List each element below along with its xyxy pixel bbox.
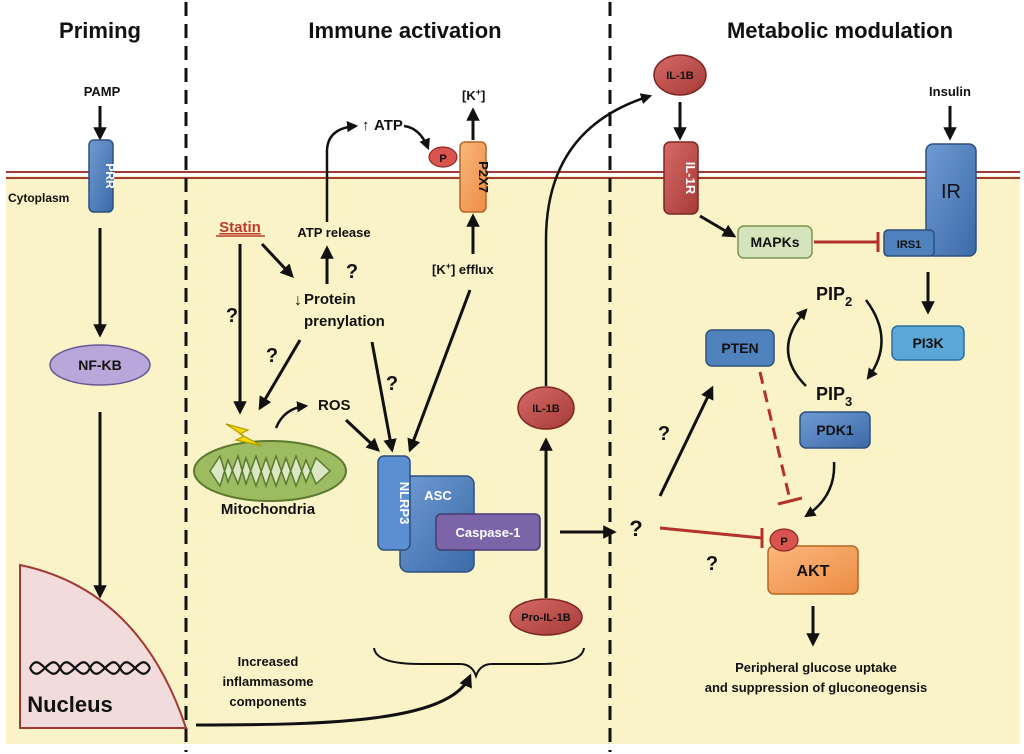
inflammasome-complex: ASC NLRP3 Caspase-1 [377, 455, 541, 573]
mito-to-ros-arrow [274, 401, 309, 429]
pip3-to-pip2-arrow [786, 308, 808, 387]
header-metabolic-modulation: Metabolic modulation [727, 18, 953, 43]
cytoplasm-label: Cytoplasm [8, 191, 69, 205]
question-inhibits-akt [659, 526, 763, 540]
il1r-to-mapks-arrow [699, 214, 737, 238]
glucose-line2: and suppression of gluconeogensis [705, 680, 927, 695]
p2x7-label: P2X7 [476, 161, 491, 193]
question-statin-mito: ? [226, 305, 238, 327]
increased-label: Increased [238, 654, 299, 669]
prr-receptor: PRR [88, 139, 117, 213]
prenylation-label: prenylation [304, 313, 385, 330]
mapks-node: MAPKs [737, 225, 813, 259]
pdk1-label: PDK1 [816, 422, 854, 438]
mitochondria: Mitochondria [193, 440, 347, 518]
irs1-node: IRS1 [883, 229, 935, 257]
nfkb-label: NF-KB [78, 357, 122, 373]
statin-label: Statin [219, 219, 261, 236]
atp-to-p2x7-arrow [403, 124, 430, 151]
ir-label: IR [941, 181, 961, 203]
header-priming: Priming [59, 18, 141, 43]
akt-label: AKT [797, 563, 830, 580]
il1b-top-label: IL-1B [666, 70, 694, 82]
p2x7-receptor: P2X7 [459, 141, 491, 213]
akt-node: AKT [767, 545, 859, 595]
akt-phospho-label: P [780, 536, 787, 548]
p2x7-phospho-label: P [439, 153, 446, 165]
header-immune-activation: Immune activation [308, 18, 501, 43]
ir-receptor: IR [925, 143, 977, 257]
atp-up-symbol: ↑ [362, 117, 370, 134]
nlrp3-block [377, 455, 411, 551]
il1b-mid-node: IL-1B [517, 386, 575, 430]
pi3k-label: PI3K [912, 335, 943, 351]
pip3-label: PIP3 [816, 384, 852, 409]
p2x7-phospho: P [428, 146, 458, 168]
pro-il1b-label: Pro-IL-1B [521, 612, 571, 624]
protein-label: Protein [304, 291, 356, 308]
pip2-label: PIP2 [816, 284, 852, 309]
question-akt: ? [706, 553, 718, 575]
question-metabolic: ? [629, 516, 642, 541]
question-pten: ? [658, 423, 670, 445]
il1b-top-node: IL-1B [653, 54, 707, 96]
inflammasome-label: inflammasome [222, 674, 313, 689]
nucleus: Nucleus [19, 563, 188, 729]
atp-release-to-atp-arrow [325, 121, 359, 222]
pamp-label: PAMP [84, 84, 121, 99]
components-brace [373, 647, 585, 680]
il1r-receptor: IL-1R [663, 141, 699, 215]
mitochondria-label: Mitochondria [221, 501, 316, 518]
question-atp-release: ? [346, 261, 358, 283]
prr-label: PRR [103, 163, 117, 189]
asc-label: ASC [424, 488, 452, 503]
ros-label: ROS [318, 397, 351, 414]
nucleus-to-inflammasome-arrow [195, 673, 472, 727]
mapks-label: MAPKs [750, 234, 799, 250]
prenylation-to-nlrp3-arrow [370, 341, 397, 453]
akt-phospho: P [769, 528, 799, 552]
atp-label: ATP [374, 117, 403, 134]
statin-to-prenylation-arrow [260, 242, 294, 278]
atp-release-label: ATP release [297, 225, 370, 240]
down-arrow-symbol: ↓ [294, 292, 302, 309]
glucose-line1: Peripheral glucose uptake [735, 660, 897, 675]
ros-to-nlrp3-arrow [344, 418, 380, 452]
pdk1-node: PDK1 [799, 411, 871, 449]
caspase1-block [435, 513, 541, 551]
caspase1-label: Caspase-1 [455, 525, 520, 540]
il1r-label: IL-1R [683, 162, 698, 195]
insulin-label: Insulin [929, 84, 971, 99]
pro-il1b-node: Pro-IL-1B [509, 598, 583, 636]
question-prenylation-nlrp3: ? [386, 373, 398, 395]
pi3k-node: PI3K [891, 325, 965, 361]
question-to-pten-arrow [658, 385, 714, 497]
components-label: components [229, 694, 306, 709]
pip2-to-pip3-arrow [864, 299, 883, 380]
nucleus-label: Nucleus [27, 692, 113, 717]
k-efflux-label: [K+] efflux [432, 261, 494, 277]
il1b-to-extracellular-arrow [544, 93, 653, 386]
pten-inhibits-akt-bar [777, 496, 803, 506]
question-prenylation-mito: ? [266, 345, 278, 367]
prenylation-to-mito-arrow [258, 339, 302, 411]
lightning-icon [225, 423, 263, 447]
k-top-label: [K+] [462, 87, 485, 103]
pten-node: PTEN [705, 329, 775, 367]
nlrp3-label: NLRP3 [397, 482, 412, 525]
nfkb-node: NF-KB [49, 344, 151, 386]
irs1-label: IRS1 [897, 239, 921, 251]
k-efflux-to-nlrp3-arrow [407, 289, 472, 453]
cytoplasm-region [6, 176, 1020, 744]
pdk1-to-akt-arrow [804, 461, 836, 518]
pten-inhibits-akt [758, 371, 792, 501]
pten-label: PTEN [721, 340, 758, 356]
il1b-mid-label: IL-1B [532, 403, 560, 415]
